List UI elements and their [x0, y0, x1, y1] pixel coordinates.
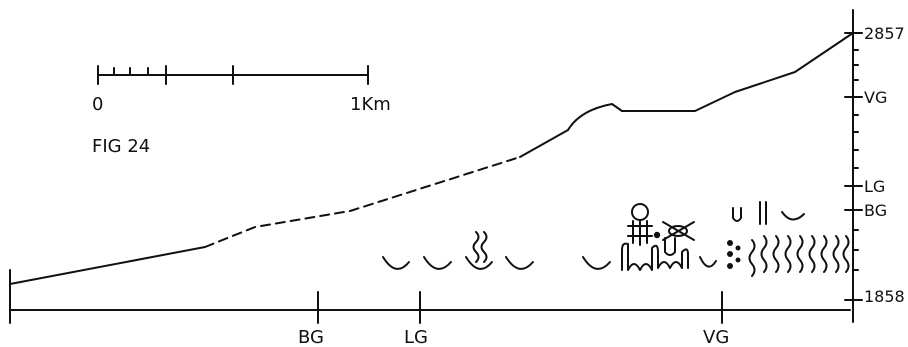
- spring-icon: [465, 231, 493, 270]
- right-marker-lg: LG: [864, 177, 885, 196]
- profile-line-lower: [9, 246, 206, 285]
- boulders-icon: [727, 240, 741, 269]
- cirque-hollows: [382, 211, 805, 270]
- bottom-marker-vg: VG: [703, 327, 729, 347]
- double-bar-icon: [759, 201, 767, 225]
- beetle-icon: [662, 221, 695, 241]
- moraine-ridges: [621, 237, 689, 271]
- bottom-axis: [9, 269, 851, 324]
- wavy-lines-icon: [748, 235, 850, 277]
- profile-line-upper: [519, 32, 854, 158]
- flag-cross-icon: [627, 203, 661, 246]
- top-elevation-label: 2857: [864, 24, 905, 43]
- u-valley-icon: [732, 207, 742, 222]
- bottom-elevation-label: 1858: [864, 287, 905, 306]
- right-axis: [844, 9, 863, 323]
- figure-label: FIG 24: [92, 136, 150, 157]
- bottom-marker-lg: LG: [404, 327, 428, 347]
- right-marker-bg: BG: [864, 201, 887, 220]
- scale-bar: [97, 65, 369, 85]
- right-marker-vg: VG: [864, 88, 887, 107]
- scale-end-label: 1Km: [350, 94, 391, 115]
- profile-line-dashed: [204, 156, 521, 248]
- scale-start-label: 0: [92, 94, 103, 115]
- bottom-marker-bg: BG: [298, 327, 324, 347]
